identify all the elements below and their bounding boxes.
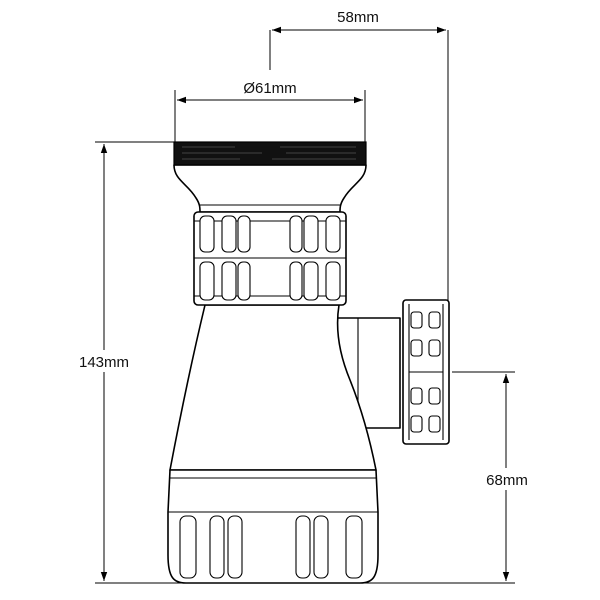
bottom-cap bbox=[167, 469, 379, 584]
outlet-nut-rib bbox=[428, 387, 441, 405]
bottom-cap-rib bbox=[345, 515, 363, 579]
upper-nut-rib bbox=[289, 261, 303, 301]
bottom-cap-rib bbox=[313, 515, 329, 579]
bottom-cap-rib bbox=[295, 515, 311, 579]
outlet-nut-rib bbox=[428, 339, 441, 357]
outlet-nut-rib bbox=[410, 339, 423, 357]
upper-nut-rib bbox=[199, 215, 215, 253]
top-gasket bbox=[173, 141, 367, 166]
dimension-top-diameter: Ø61mm bbox=[174, 80, 366, 142]
outlet-nut-rib bbox=[428, 311, 441, 329]
upper-nut bbox=[193, 211, 347, 306]
trap-body-shell bbox=[169, 304, 377, 471]
upper-nut-rib bbox=[237, 215, 251, 253]
outlet-nut-rib bbox=[428, 415, 441, 433]
label-background bbox=[474, 468, 540, 490]
outlet-nut-rib bbox=[410, 415, 423, 433]
label-background bbox=[68, 350, 140, 372]
dimension-outlet-height: 68mm bbox=[452, 371, 540, 581]
upper-nut-rib bbox=[303, 261, 319, 301]
upper-nut-rib bbox=[221, 215, 237, 253]
upper-nut-rib bbox=[325, 261, 341, 301]
upper-nut-rib bbox=[221, 261, 237, 301]
upper-nut-rib bbox=[199, 261, 215, 301]
trap-body bbox=[169, 304, 377, 471]
upper-nut-rib bbox=[237, 261, 251, 301]
bottom-cap-rib bbox=[227, 515, 243, 579]
bottom-cap-rib bbox=[179, 515, 197, 579]
outlet-nut-rib bbox=[410, 387, 423, 405]
dimension-total-height: 143mm bbox=[68, 141, 515, 584]
upper-nut-rib bbox=[289, 215, 303, 253]
dimension-outlet-offset: 58mm bbox=[269, 9, 449, 300]
upper-nut-rib bbox=[303, 215, 319, 253]
dimension-label-61: Ø61mm bbox=[243, 80, 296, 97]
gasket-texture bbox=[182, 146, 356, 160]
dimension-label-58: 58mm bbox=[337, 9, 379, 26]
dimension-label-143: 143mm bbox=[79, 354, 129, 371]
outlet-nut-rib bbox=[410, 311, 423, 329]
bottom-cap-rib bbox=[209, 515, 225, 579]
upper-nut-rib bbox=[325, 215, 341, 253]
dimension-label-68: 68mm bbox=[486, 472, 528, 489]
top-neck bbox=[173, 164, 367, 213]
